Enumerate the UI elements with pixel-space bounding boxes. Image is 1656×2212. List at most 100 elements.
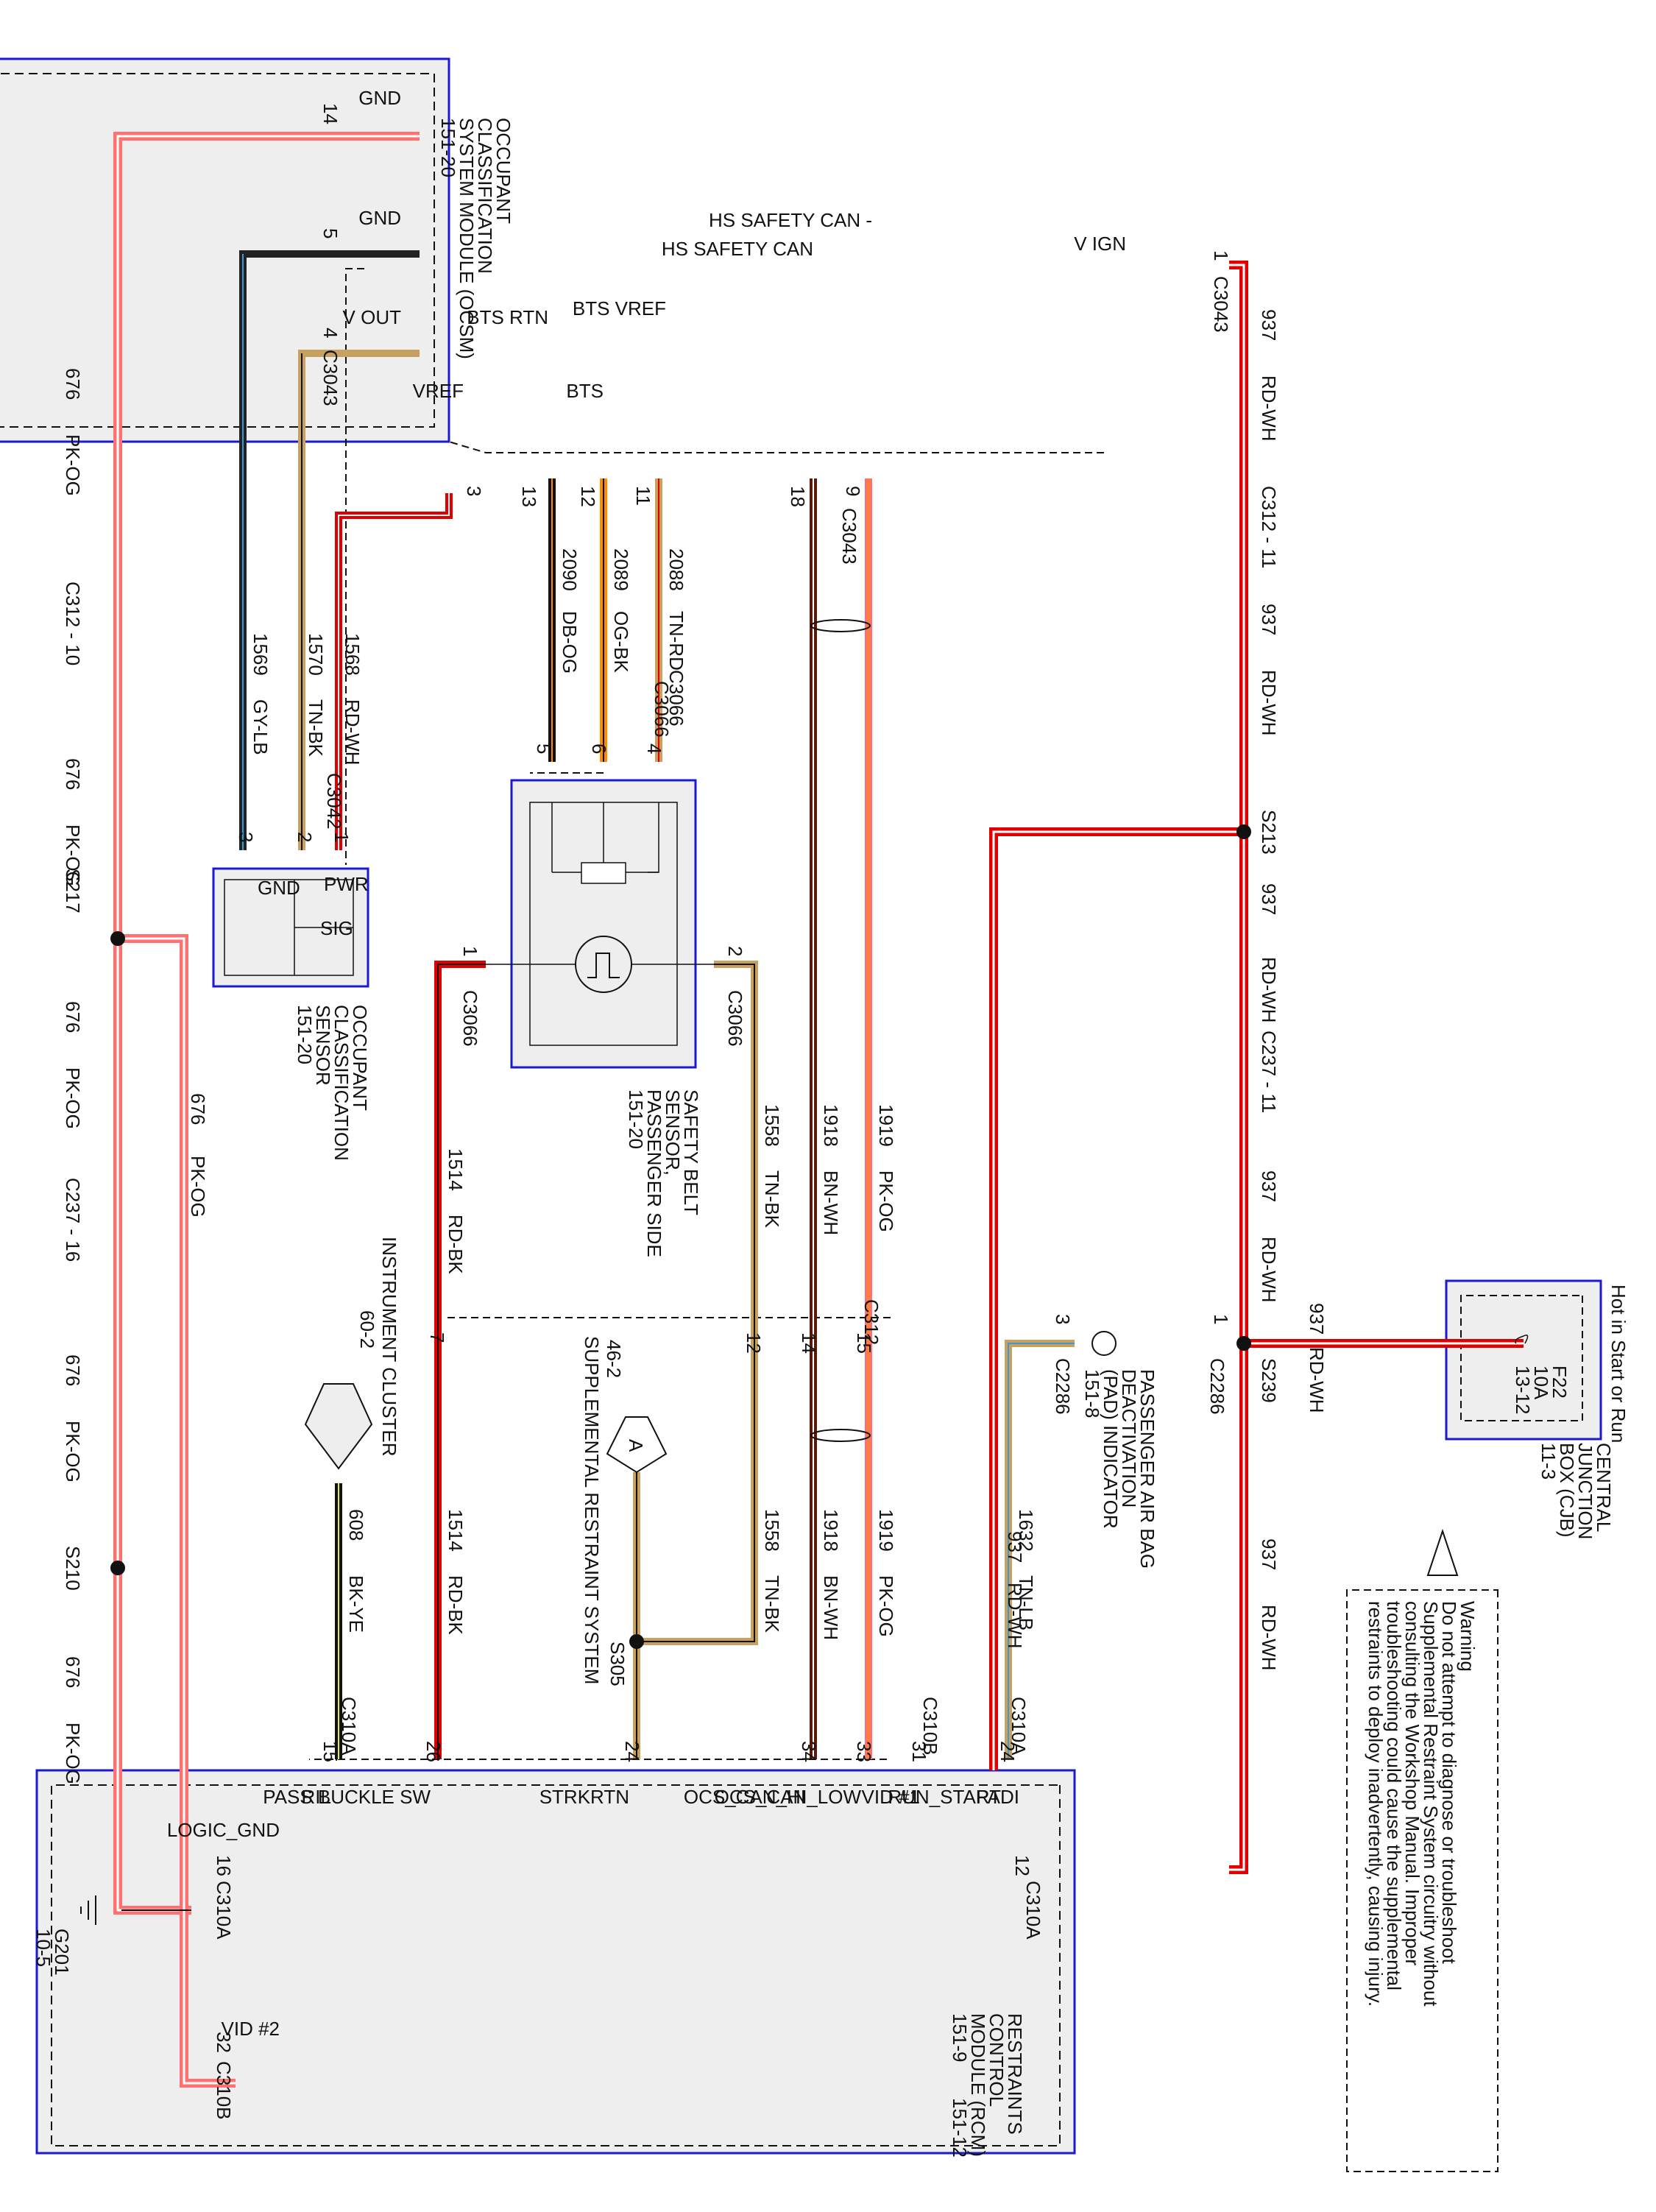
ocs-sensor-label: OCCUPANT xyxy=(349,1005,371,1111)
connector-label: C3066 xyxy=(724,990,746,1047)
rcm-pin-ocs-can-hi: OCS_CAN_HI xyxy=(684,1786,806,1808)
connector-label: C312 - 11 xyxy=(1258,486,1280,568)
pin-number: 15 xyxy=(853,1332,875,1354)
wire-label: 676 xyxy=(62,1656,84,1688)
wire-label: 676 xyxy=(62,368,84,400)
wire-label: RD-WH xyxy=(1306,1347,1328,1413)
fuse-label: 13-12 xyxy=(1512,1365,1534,1415)
wire-label: RD-BK xyxy=(445,1215,467,1275)
pin-number: 12 xyxy=(1011,1855,1033,1876)
pin-number: 2 xyxy=(724,946,746,956)
wire-label: PK-OG xyxy=(62,824,84,886)
wire-label: 937 xyxy=(1258,309,1280,341)
connector-label: C310B xyxy=(919,1697,941,1756)
ocsm-pin-vout: V OUT xyxy=(343,306,402,328)
pin-number: 12 xyxy=(577,486,599,507)
connector-label: C3066 xyxy=(665,670,687,727)
warning-title: Warning xyxy=(1457,1601,1479,1672)
ocsm-pin-gnd14: GND xyxy=(358,87,401,109)
cjb-label: BOX (CJB) xyxy=(1556,1443,1578,1538)
warning-icon xyxy=(1426,1528,1459,1576)
rcm-pin-pass-buckle: PASS BUCKLE SW xyxy=(263,1786,431,1808)
connector-label: C310A xyxy=(338,1697,360,1756)
ocsm-pin-gnd5: GND xyxy=(358,207,401,229)
ipc-ref-icon xyxy=(304,1383,373,1470)
wire-label: 937 xyxy=(1258,883,1280,915)
wire-label: 1558 xyxy=(761,1104,783,1147)
wire-label: 676 xyxy=(62,1354,84,1386)
wire-label: RD-WH xyxy=(1258,670,1280,736)
pin-number: 1 xyxy=(330,832,353,842)
splice-label: S239 xyxy=(1258,1358,1280,1403)
pin-number: 14 xyxy=(798,1332,820,1354)
ocsm-label: CLASSIFICATION xyxy=(474,118,496,274)
connector-label: C237 - 16 xyxy=(62,1178,84,1262)
warning-line: Do not attempt to diagnose or troublesho… xyxy=(1438,1601,1460,1965)
ocsm-pin-btsvref: BTS VREF xyxy=(573,297,666,319)
wire-label: 2088 xyxy=(665,548,687,591)
ocsm-label: SYSTEM MODULE (OCSM) xyxy=(456,118,478,359)
pin-number: 3 xyxy=(1052,1314,1074,1324)
splice-s305 xyxy=(629,1634,644,1649)
splice-label: S217 xyxy=(62,869,84,914)
pin-number: 24 xyxy=(621,1741,643,1762)
wire-label: 937 xyxy=(1258,1538,1280,1570)
ocsm-pin-bts: BTS xyxy=(566,380,604,402)
wire-1558 xyxy=(633,961,758,1759)
warning-line: Supplemental Restraint System circuitry … xyxy=(1420,1601,1442,2007)
pin-number: 1 xyxy=(1210,1314,1232,1324)
wire-label: BK-YE xyxy=(345,1575,367,1633)
cjb-hot-label: Hot in Start or Run xyxy=(1607,1285,1630,1443)
wire-1514 xyxy=(434,961,486,1759)
wire-label: 1558 xyxy=(761,1509,783,1552)
connector-label: C310A xyxy=(1022,1881,1044,1940)
wire-label: 676 xyxy=(62,1001,84,1033)
ocs-pin-pwr: PWR xyxy=(324,873,369,895)
pin-number: 7 xyxy=(426,1332,448,1343)
connector-label: C2286 xyxy=(1052,1358,1074,1415)
pin-number: 2 xyxy=(294,832,316,842)
rcm-pin-run-start: RUN_START xyxy=(888,1786,1001,1808)
connector-label: C312 - 10 xyxy=(62,582,84,665)
rcm-label: MODULE (RCM) xyxy=(967,2013,989,2157)
connector-label: C3042 xyxy=(323,773,345,830)
rcm-pin-vid2: VID #2 xyxy=(222,2018,280,2040)
wire-label: DB-OG xyxy=(559,611,581,674)
wire-937 xyxy=(989,261,1524,1874)
wire-label: BN-WH xyxy=(820,1170,842,1235)
pin-number: 3 xyxy=(235,832,257,842)
splice-label: S210 xyxy=(62,1546,84,1591)
splice-s213 xyxy=(1236,824,1251,839)
wire-label: PK-OG xyxy=(875,1575,897,1637)
pin-number: 3 xyxy=(463,486,485,496)
wire-label: TN-BK xyxy=(305,699,327,757)
connector-label: C310A xyxy=(213,1881,235,1940)
srs-label: SUPPLEMENTAL RESTRAINT SYSTEM xyxy=(581,1336,603,1684)
cjb-label: CENTRAL xyxy=(1593,1443,1615,1532)
wire-label: 1918 xyxy=(820,1509,842,1552)
warning-line: consulting the Workshop Manual. Improper xyxy=(1401,1601,1423,1966)
rcm-pin-padi: PADI xyxy=(976,1786,1019,1808)
connector-label: C310B xyxy=(213,2061,235,2120)
fuse-label: 10A xyxy=(1530,1365,1552,1400)
pin-number: 4 xyxy=(319,328,342,338)
belt-sensor-label: PASSENGER SIDE xyxy=(643,1089,665,1257)
ocs-sensor-label: 151-20 xyxy=(294,1005,316,1064)
ocsm-label: 151-20 xyxy=(437,118,459,177)
splice-label: S305 xyxy=(606,1642,629,1686)
ground-label: 10-5 xyxy=(32,1929,54,1967)
wire-label: RD-WH xyxy=(1258,1605,1280,1671)
wire-label: PK-OG xyxy=(875,1170,897,1232)
connector-label: C310A xyxy=(1008,1697,1030,1756)
pin-number: 14 xyxy=(319,103,342,124)
rcm-label: CONTROL xyxy=(986,2013,1008,2107)
pin-number: 16 xyxy=(213,1855,235,1876)
wire-label: 1632 xyxy=(1015,1509,1037,1552)
pin-number: 4 xyxy=(643,743,665,754)
wire-label: TN-LB xyxy=(1015,1575,1037,1630)
warning-line: troubleshooting could cause the suppleme… xyxy=(1383,1601,1405,1990)
rcm-pin-ocs-can-low: OCS_CAN_LOW xyxy=(715,1786,862,1808)
wire-label: PK-OG xyxy=(187,1156,209,1218)
